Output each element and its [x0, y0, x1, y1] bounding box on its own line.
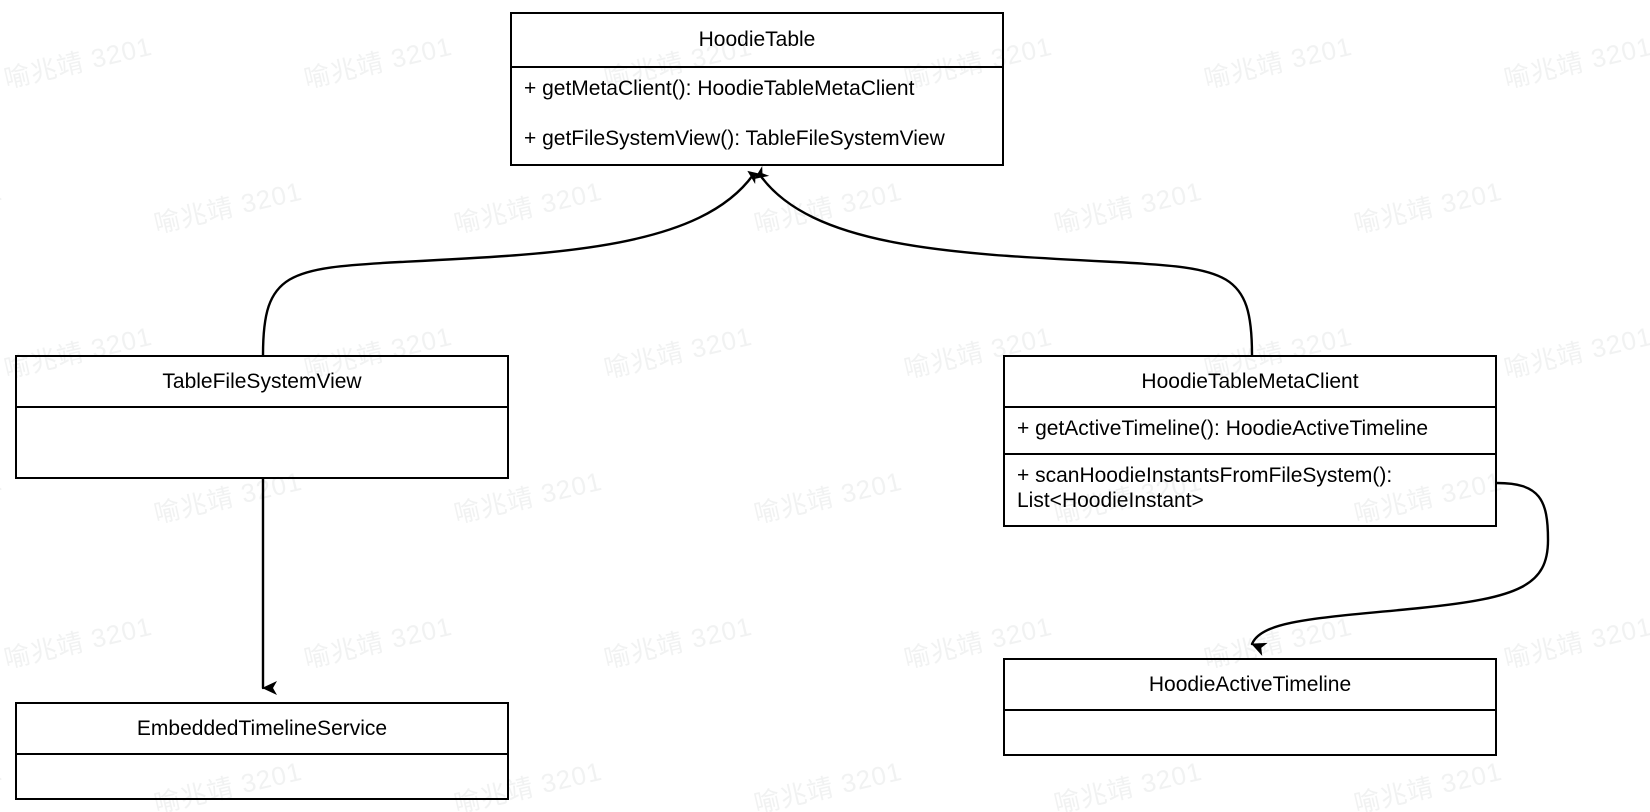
watermark-label: 喻兆靖 3201	[0, 175, 6, 239]
uml-compartment-hoodie-active-timeline-0	[1005, 711, 1495, 754]
watermark-label: 喻兆靖 3201	[1501, 30, 1650, 95]
uml-class-name-hoodie-table: HoodieTable	[512, 14, 1002, 68]
uml-compartment-hoodie-table-meta-client-0: + getActiveTimeline(): HoodieActiveTimel…	[1005, 408, 1495, 455]
edge-hoodietablemetaclient-to-hoodietable	[754, 166, 1254, 357]
uml-class-hoodie-table[interactable]: HoodieTable + getMetaClient(): HoodieTabl…	[510, 12, 1004, 166]
watermark-label: 喻兆靖 3201	[751, 175, 906, 240]
uml-class-embedded-timeline-service[interactable]: EmbeddedTimelineService	[15, 702, 509, 800]
watermark-label: 喻兆靖 3201	[1, 30, 156, 95]
uml-compartment-embedded-timeline-service-0	[17, 755, 507, 798]
watermark-label: 喻兆靖 3201	[751, 755, 906, 812]
watermark-label: 喻兆靖 3201	[0, 755, 6, 812]
watermark-label: 喻兆靖 3201	[1501, 610, 1650, 675]
watermark-label: 喻兆靖 3201	[1351, 755, 1506, 812]
uml-class-name-table-file-system-view: TableFileSystemView	[17, 357, 507, 408]
watermark-label: 喻兆靖 3201	[151, 175, 306, 240]
watermark-label: 喻兆靖 3201	[301, 610, 456, 675]
uml-class-name-embedded-timeline-service: EmbeddedTimelineService	[17, 704, 507, 755]
watermark-label: 喻兆靖 3201	[1051, 175, 1206, 240]
uml-class-name-hoodie-active-timeline: HoodieActiveTimeline	[1005, 660, 1495, 711]
uml-compartment-hoodie-table-meta-client-1: + scanHoodieInstantsFromFileSystem(): Li…	[1017, 464, 1393, 512]
watermark-label: 喻兆靖 3201	[1351, 175, 1506, 240]
watermark-label: 喻兆靖 3201	[751, 465, 906, 530]
uml-class-hoodie-active-timeline[interactable]: HoodieActiveTimeline	[1003, 658, 1497, 756]
edge-tablefilesystemview-to-hoodietable	[261, 170, 763, 357]
watermark-label: 喻兆靖 3201	[1501, 320, 1650, 385]
uml-class-name-hoodie-table-meta-client: HoodieTableMetaClient	[1005, 357, 1495, 408]
uml-class-hoodie-table-meta-client[interactable]: HoodieTableMetaClient+ getActiveTimeline…	[1003, 355, 1497, 527]
watermark-label: 喻兆靖 3201	[0, 465, 6, 529]
watermark-label: 喻兆靖 3201	[1051, 755, 1206, 812]
watermark-label: 喻兆靖 3201	[301, 30, 456, 95]
watermark-label: 喻兆靖 3201	[451, 175, 606, 240]
uml-class-table-file-system-view[interactable]: TableFileSystemView	[15, 355, 509, 479]
uml-compartment-table-file-system-view-0	[17, 408, 507, 477]
watermark-label: 喻兆靖 3201	[1201, 30, 1356, 95]
watermark-label: 喻兆靖 3201	[601, 610, 756, 675]
uml-compartment-hoodie-table-0: + getMetaClient(): HoodieTableMetaClient…	[524, 77, 945, 150]
watermark-label: 喻兆靖 3201	[1, 610, 156, 675]
watermark-label: 喻兆靖 3201	[601, 320, 756, 385]
